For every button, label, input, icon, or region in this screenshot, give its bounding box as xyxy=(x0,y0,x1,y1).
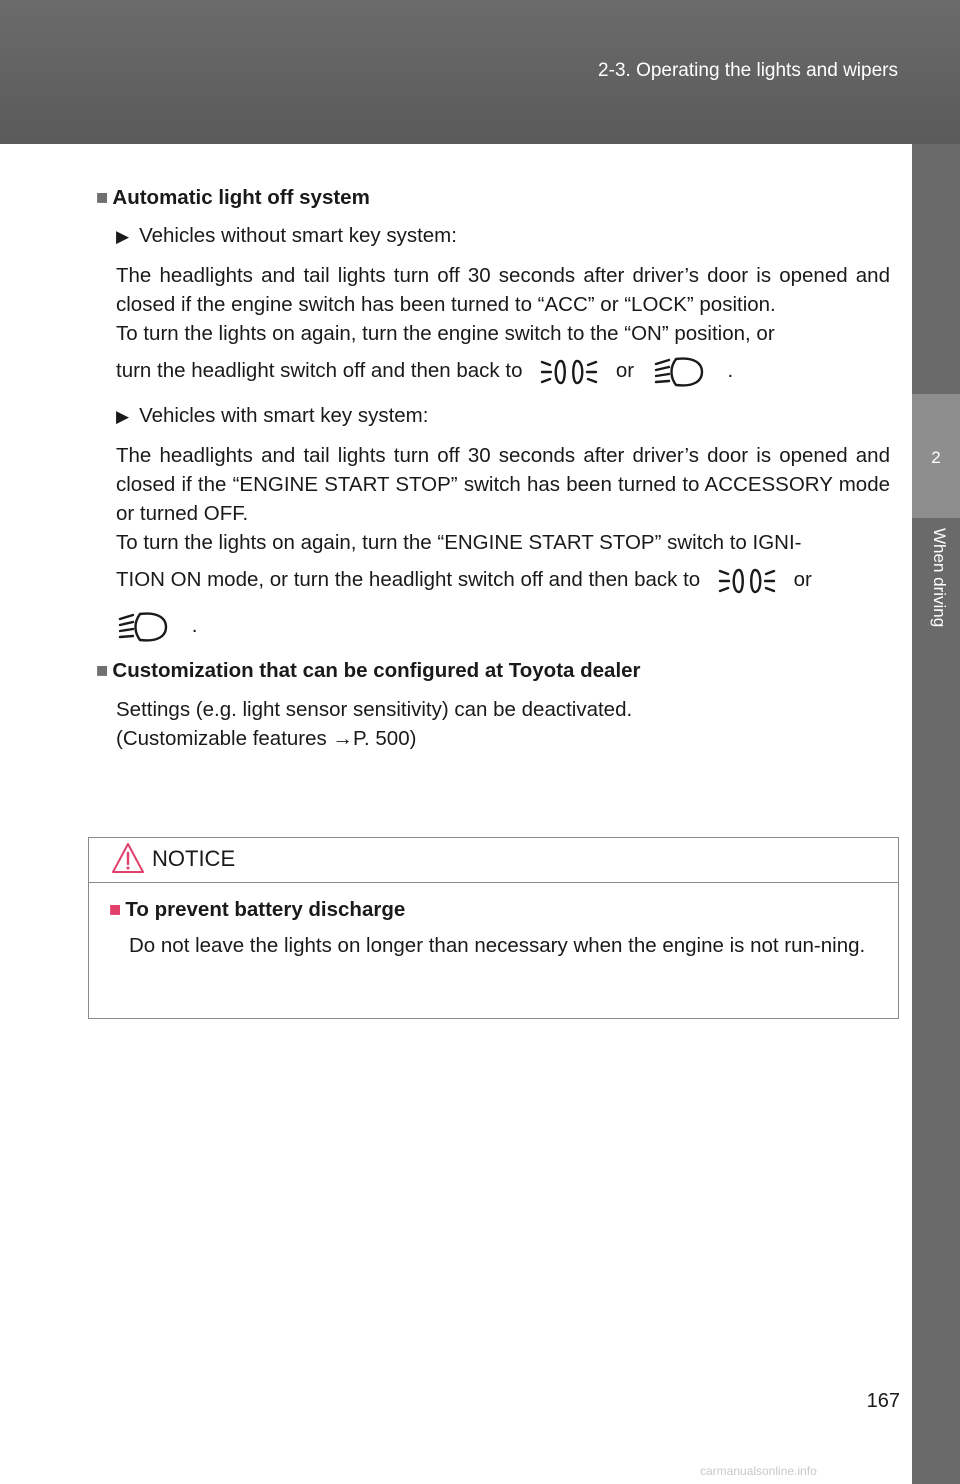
arrow-bullet-icon: ▶ xyxy=(116,227,130,246)
chapter-number: 2 xyxy=(931,448,941,467)
arrow-bullet-icon: ▶ xyxy=(116,407,130,426)
side-tab-bar xyxy=(912,144,960,1484)
icon-line: TION ON mode, or turn the headlight swit… xyxy=(116,557,890,603)
parking-light-icon xyxy=(718,564,776,598)
notice-text: Do not leave the lights on longer than n… xyxy=(129,934,866,957)
notice-header: NOTICE xyxy=(89,838,898,883)
headlight-icon xyxy=(116,610,174,644)
section-title: 2-3. Operating the lights and wipers xyxy=(598,60,898,81)
icon-line: . xyxy=(116,603,890,649)
page-header: 2-3. Operating the lights and wipers xyxy=(0,0,960,144)
headlight-icon xyxy=(652,355,710,389)
icon-line: turn the headlight switch off and then b… xyxy=(116,348,890,394)
warning-triangle-icon xyxy=(112,843,144,873)
notice-body: ■To prevent battery discharge Do not lea… xyxy=(89,883,898,961)
watermark: carmanualsonline.info xyxy=(700,1464,817,1478)
section-heading-customization: ■Customization that can be configured at… xyxy=(96,659,641,682)
paragraph: To turn the lights on again, turn the “E… xyxy=(116,531,802,554)
notice-box: NOTICE ■To prevent battery discharge Do … xyxy=(88,837,899,1019)
paragraph: (Customizable features →P. 500) xyxy=(116,727,417,750)
square-bullet-icon: ■ xyxy=(109,898,122,921)
chapter-label: When driving xyxy=(930,528,949,628)
page-number: 167 xyxy=(866,1390,900,1412)
subsection-without-smart-key: ▶Vehicles without smart key system: xyxy=(116,222,890,251)
notice-heading: ■To prevent battery discharge xyxy=(109,898,406,921)
section-heading-auto-off: ■Automatic light off system xyxy=(96,186,370,209)
subsection-with-smart-key: ▶Vehicles with smart key system: xyxy=(116,402,890,431)
side-tab-active xyxy=(912,394,960,518)
notice-title: NOTICE xyxy=(152,846,236,871)
parking-light-icon xyxy=(540,355,598,389)
paragraph: Settings (e.g. light sensor sensitivity)… xyxy=(116,698,633,721)
paragraph: The headlights and tail lights turn off … xyxy=(116,264,890,316)
square-bullet-icon: ■ xyxy=(96,659,109,682)
square-bullet-icon: ■ xyxy=(96,186,109,209)
paragraph: The headlights and tail lights turn off … xyxy=(116,444,890,525)
paragraph: To turn the lights on again, turn the en… xyxy=(116,322,775,345)
main-content: ■Automatic light off system ▶Vehicles wi… xyxy=(96,184,890,753)
